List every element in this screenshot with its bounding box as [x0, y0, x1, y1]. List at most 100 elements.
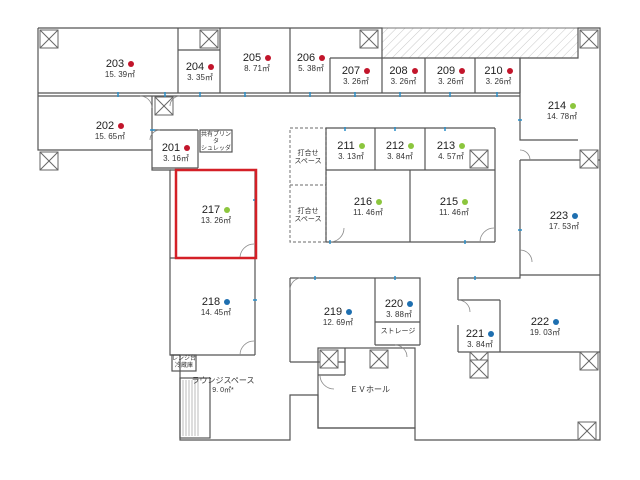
room-208[interactable]: 208 3. 26㎡ [382, 64, 425, 86]
room-204[interactable]: 204 3. 35㎡ [180, 60, 220, 82]
room-number: 205 [242, 51, 262, 64]
room-area: 12. 69㎡ [322, 317, 354, 327]
room-area: 14. 78㎡ [546, 111, 578, 121]
room-area: 3. 26㎡ [343, 76, 369, 86]
room-number: 203 [105, 57, 125, 70]
room-210[interactable]: 210 3. 26㎡ [477, 64, 520, 86]
lounge-area: 9. 0㎡* [212, 387, 234, 394]
status-dot [407, 300, 414, 307]
room-220[interactable]: 220 3. 88㎡ [378, 296, 420, 320]
room-number: 211 [337, 139, 355, 152]
room-205[interactable]: 205 8. 71㎡ [230, 50, 284, 74]
room-area: 15. 39㎡ [104, 69, 136, 79]
status-dot [118, 122, 125, 129]
room-number: 219 [323, 305, 343, 318]
room-222[interactable]: 222 19. 03㎡ [510, 314, 580, 338]
room-area: 3. 26㎡ [438, 76, 464, 86]
room-219[interactable]: 219 12. 69㎡ [310, 304, 366, 328]
room-216[interactable]: 216 11. 46㎡ [340, 194, 396, 218]
room-202[interactable]: 202 15. 65㎡ [80, 118, 140, 142]
lounge-name: ラウンジスペース [191, 376, 255, 385]
pillars [39, 29, 599, 441]
walls [37, 27, 601, 441]
room-213[interactable]: 213 4. 57㎡ [428, 138, 474, 162]
room-area: 11. 46㎡ [353, 207, 383, 217]
room-number: 208 [389, 64, 408, 77]
room-number: 212 [385, 139, 405, 152]
room-number: 202 [95, 119, 115, 132]
room-number: 217 [201, 203, 221, 216]
room-number: 204 [185, 60, 205, 73]
room-area: 3. 84㎡ [387, 151, 413, 161]
room-area: 17. 53㎡ [548, 221, 580, 231]
room-area: 3. 26㎡ [390, 76, 417, 86]
room-number: 213 [436, 139, 456, 152]
room-223[interactable]: 223 17. 53㎡ [536, 208, 592, 232]
status-dot [411, 67, 418, 74]
room-area: 3. 35㎡ [187, 72, 213, 82]
room-203[interactable]: 203 15. 39㎡ [90, 56, 150, 80]
door-swings [139, 95, 533, 390]
status-dot [224, 206, 231, 213]
status-dot [358, 142, 365, 149]
room-area: 3. 16㎡ [163, 153, 189, 163]
lounge-counter [182, 380, 199, 436]
room-area: 5. 38㎡ [298, 63, 324, 73]
status-dot [553, 318, 560, 325]
status-dot [346, 308, 353, 315]
range-corner-label: レンジ台 冷蔵庫 [172, 356, 197, 369]
status-dot [376, 198, 383, 205]
status-dot [184, 144, 191, 151]
meeting-space-1-label: 打合せ スペース [294, 150, 322, 165]
status-dot [459, 67, 466, 74]
meeting-space-2-label: 打合せ スペース [294, 208, 322, 223]
status-dot [265, 54, 272, 61]
room-number: 222 [530, 315, 550, 328]
room-area: 11. 46㎡ [439, 207, 469, 217]
room-209[interactable]: 209 3. 26㎡ [428, 64, 474, 86]
room-201[interactable]: 201 3. 16㎡ [154, 140, 198, 164]
room-number: 201 [161, 141, 181, 154]
room-area: 3. 88㎡ [386, 309, 412, 319]
room-area: 4. 57㎡ [438, 151, 464, 161]
status-dot [459, 142, 466, 149]
room-area: 14. 45㎡ [200, 307, 232, 317]
room-215[interactable]: 215 11. 46㎡ [426, 194, 482, 218]
room-area: 3. 13㎡ [338, 151, 364, 161]
status-dot [572, 212, 579, 219]
room-number: 218 [201, 295, 221, 308]
hatched-area [381, 27, 579, 59]
status-dot [506, 67, 513, 74]
room-number: 214 [547, 99, 567, 112]
room-206[interactable]: 206 5. 38㎡ [292, 50, 330, 74]
room-214[interactable]: 214 14. 78㎡ [535, 98, 589, 122]
ev-hall-label: ＥＶホール [350, 385, 390, 394]
room-area: 15. 65㎡ [94, 131, 126, 141]
room-217[interactable]: 217 13. 26㎡ [188, 202, 244, 226]
room-number: 220 [384, 297, 404, 310]
room-207[interactable]: 207 3. 26㎡ [332, 64, 380, 86]
lounge-label: ラウンジスペース 9. 0㎡* [188, 376, 258, 396]
room-number: 210 [484, 64, 503, 77]
status-dot [364, 67, 371, 74]
status-dot [408, 142, 415, 149]
status-dot [570, 102, 577, 109]
room-number: 221 [465, 327, 485, 340]
storage-label: ストレージ [380, 328, 416, 335]
status-dot [488, 330, 495, 337]
room-217-highlight [174, 168, 258, 260]
status-dot [319, 54, 326, 61]
room-area: 19. 03㎡ [529, 327, 561, 337]
status-dot [208, 63, 215, 70]
door-marks [117, 92, 522, 301]
room-number: 223 [549, 209, 569, 222]
room-number: 209 [436, 64, 456, 77]
room-area: 13. 26㎡ [200, 215, 232, 225]
room-211[interactable]: 211 3. 13㎡ [328, 138, 374, 162]
room-area: 3. 26㎡ [485, 76, 512, 86]
room-218[interactable]: 218 14. 45㎡ [188, 294, 244, 318]
status-dot [128, 60, 135, 67]
room-221[interactable]: 221 3. 84㎡ [460, 326, 500, 350]
room-212[interactable]: 212 3. 84㎡ [376, 138, 424, 162]
